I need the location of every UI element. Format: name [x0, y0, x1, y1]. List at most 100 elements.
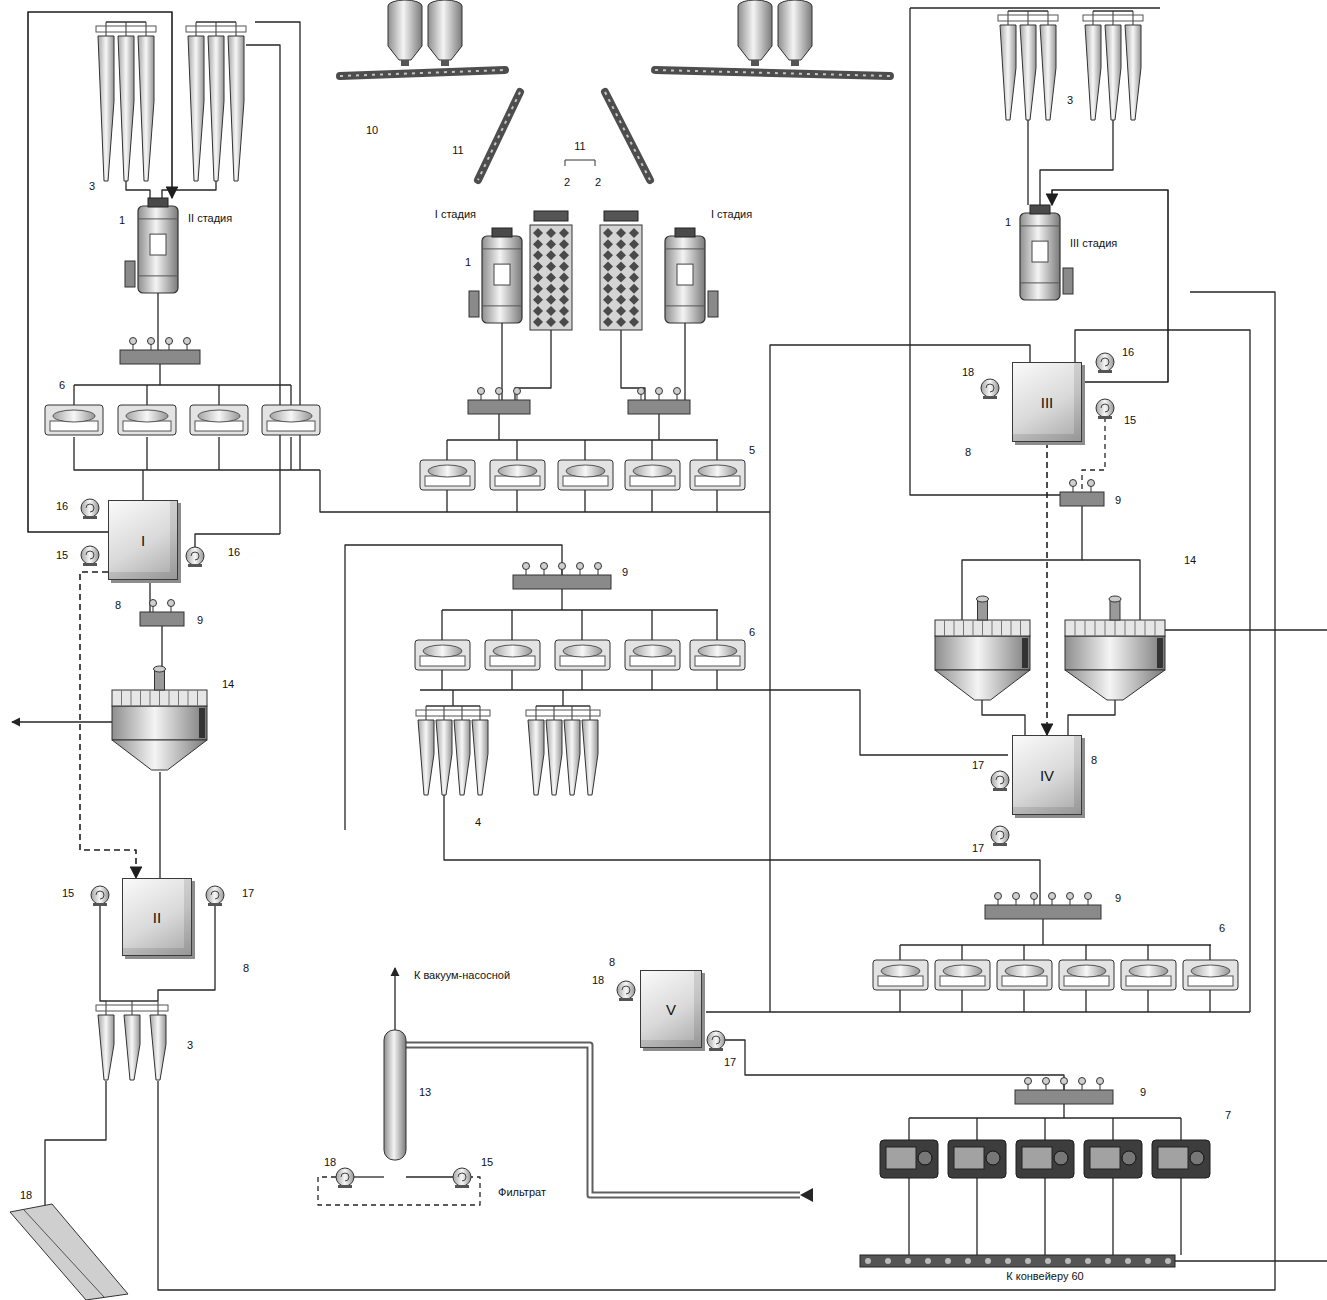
callout-number: 17 — [971, 842, 985, 855]
valve-wheel — [523, 563, 530, 570]
mill-motor — [1063, 268, 1073, 294]
pipeline — [394, 968, 395, 1030]
pump-base — [1098, 416, 1112, 419]
separator-drum — [633, 465, 672, 477]
hydrocyclone — [118, 36, 134, 181]
callout-number: 4 — [474, 816, 482, 829]
screen-mesh — [533, 273, 543, 283]
screen-mesh — [616, 284, 626, 294]
callout-number: 8 — [114, 599, 122, 612]
callout-number: 1 — [464, 256, 472, 269]
screen-mesh — [629, 273, 639, 283]
thickener-cone — [935, 670, 1030, 700]
mill-motor — [125, 261, 135, 287]
screen-mesh — [603, 228, 613, 238]
cyclone-overflow — [1008, 11, 1009, 25]
valve-wheel — [1079, 1078, 1086, 1085]
concentrate-conveyor — [860, 1255, 1175, 1267]
annotation: К вакуум-насосной — [413, 969, 511, 982]
pipeline — [1085, 945, 1086, 960]
pump-base — [619, 998, 633, 1001]
screen-mesh — [603, 250, 613, 260]
valve-wheel — [184, 338, 191, 345]
slurry-pump — [991, 826, 1009, 844]
flow-connector — [80, 572, 136, 878]
screen-mesh — [629, 250, 639, 260]
magnetic-separator — [690, 640, 745, 670]
screen-mesh — [546, 273, 556, 283]
screen-mesh — [533, 284, 543, 294]
cyclone-overflow — [426, 706, 427, 720]
screen-mesh — [629, 295, 639, 305]
slurry-pump — [707, 1031, 725, 1049]
belt-conveyor — [655, 70, 890, 76]
bridge-rail — [169, 690, 170, 706]
hydrocyclone — [98, 36, 114, 181]
cyclone-frame — [998, 15, 1058, 21]
pipeline — [900, 944, 1211, 945]
pipeline — [74, 384, 291, 385]
screen-mesh — [616, 273, 626, 283]
screen-mesh — [546, 250, 556, 260]
flow-connector — [1046, 442, 1048, 735]
conveyor-roller — [985, 1258, 991, 1264]
pipeline — [441, 670, 442, 690]
pipeline — [962, 506, 1082, 620]
slurry-pump — [1096, 399, 1114, 417]
magnetic-separator — [420, 460, 475, 490]
screen — [530, 225, 572, 330]
pump-volute — [458, 1173, 466, 1181]
conveyor-roller — [1145, 1258, 1151, 1264]
pipeline — [1147, 945, 1148, 960]
cyclone-overflow — [536, 706, 537, 720]
pipeline — [1180, 1178, 1181, 1255]
drive-cap — [154, 666, 166, 672]
sump-number: V — [666, 1001, 676, 1018]
conveyor-roller — [1025, 1258, 1031, 1264]
pipeline — [159, 772, 160, 878]
pump-volute — [622, 986, 630, 994]
pipeline — [982, 700, 1025, 735]
pipeline — [976, 1178, 977, 1255]
pipeline — [716, 610, 717, 640]
valve-wheel — [148, 338, 155, 345]
bin-feeder — [751, 60, 759, 66]
mill-drawing — [665, 228, 705, 323]
slurry-pump — [981, 379, 999, 397]
callout-number: 7 — [1224, 1109, 1232, 1122]
bridge-rail — [1105, 620, 1106, 636]
pulp-distributor — [468, 400, 530, 414]
bridge-rail — [188, 690, 189, 706]
pulp-distributor — [1060, 492, 1104, 506]
cyclone-overflow — [480, 706, 481, 720]
bridge-rail — [963, 620, 964, 636]
pipeline — [658, 414, 659, 440]
vacuum-line — [406, 1045, 800, 1195]
valve-wheel — [995, 893, 1002, 900]
valve-wheel — [559, 563, 566, 570]
pipeline — [716, 440, 717, 460]
valve-wheel — [168, 600, 175, 607]
magnetic-separator — [415, 640, 470, 670]
callout-number: 11 — [451, 144, 464, 157]
pipeline — [446, 490, 447, 512]
screen-mesh — [629, 306, 639, 316]
hydrocyclone — [208, 36, 224, 181]
thickener-bridge — [935, 620, 1030, 636]
bin-feeder — [441, 60, 449, 66]
sump-number: I — [141, 532, 145, 549]
mill-drawing — [482, 228, 522, 323]
valve-wheel — [478, 388, 485, 395]
pipeline — [511, 670, 512, 690]
screen-mesh — [546, 261, 556, 271]
bin-feeder — [401, 60, 409, 66]
bridge-rail — [121, 690, 122, 706]
callout-number: 2 — [594, 176, 602, 189]
belt-conveyor — [340, 70, 505, 76]
cyclone-overflow — [572, 706, 573, 720]
callout-number: 15 — [55, 549, 69, 562]
pipeline — [441, 610, 442, 640]
valve-wheel — [150, 600, 157, 607]
stage-label: I стадия — [433, 208, 478, 221]
screen-mesh — [533, 295, 543, 305]
